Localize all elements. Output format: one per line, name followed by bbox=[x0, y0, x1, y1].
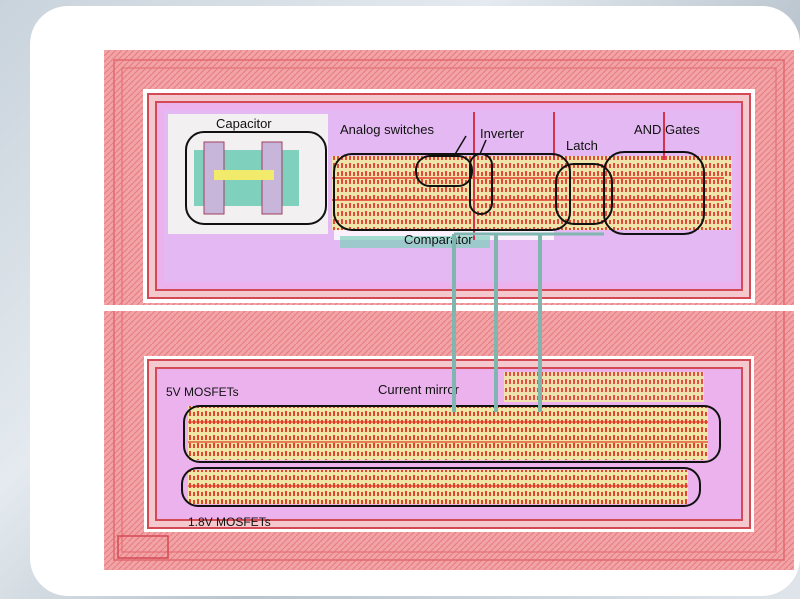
analog-switches-outline bbox=[415, 155, 473, 187]
comparator-outline bbox=[333, 153, 571, 231]
analog-switches-label: Analog switches bbox=[340, 122, 434, 137]
mosfet-array-5v bbox=[188, 406, 708, 460]
mosfets-1-8v-label: 1.8V MOSFETs bbox=[188, 515, 271, 529]
capacitor-outline bbox=[185, 131, 327, 225]
current-mirror-label: Current mirror bbox=[378, 382, 460, 397]
chip-layout-diagram: Capacitor Analog switches Inverter Latch… bbox=[104, 50, 794, 570]
top-block: Capacitor Analog switches Inverter Latch… bbox=[143, 89, 755, 303]
and-gates-label: AND Gates bbox=[634, 122, 700, 137]
mosfets-1-8v-outline bbox=[181, 467, 701, 507]
corner-mark bbox=[117, 535, 169, 559]
bottom-block: Current mirror 5V MOSFETs 1.8V MOSFETs bbox=[144, 356, 754, 532]
latch-outline bbox=[555, 163, 613, 225]
current-mirror-region bbox=[504, 372, 704, 402]
inverter-outline bbox=[469, 153, 493, 215]
latch-label: Latch bbox=[566, 138, 598, 153]
mosfets-5v-label: 5V MOSFETs bbox=[166, 385, 239, 399]
capacitor-label: Capacitor bbox=[216, 116, 272, 131]
and-gates-outline bbox=[603, 151, 705, 235]
interconnect-wires bbox=[452, 232, 604, 412]
inverter-label: Inverter bbox=[480, 126, 525, 141]
figure-card: Capacitor Analog switches Inverter Latch… bbox=[30, 6, 800, 596]
logic-region bbox=[332, 156, 732, 230]
mosfet-array-1-8v bbox=[188, 470, 688, 504]
